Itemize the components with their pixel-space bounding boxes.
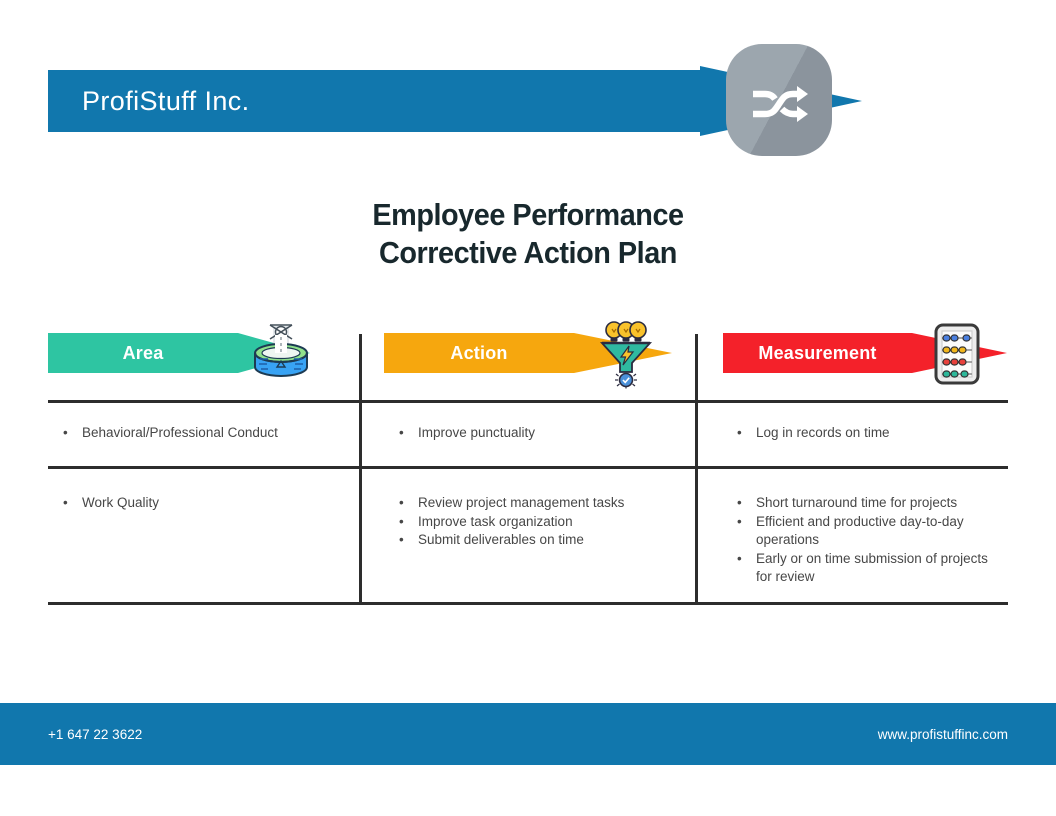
list-item: Submit deliverables on time [396,531,684,550]
column-header-action: Action [384,321,674,389]
column-label-area: Area [122,343,164,363]
cell-action-row2: Review project management tasks Improve … [396,494,684,550]
page-title: Employee Performance Corrective Action P… [37,196,1019,272]
abacus-icon [934,323,980,385]
list-item: Improve punctuality [396,424,535,443]
page-title-line2: Corrective Action Plan [379,235,677,270]
footer-bar: +1 647 22 3622 www.profistuffinc.com [0,703,1056,765]
table-column-divider [695,334,698,605]
list-item: Improve task organization [396,513,684,532]
bullet-list: Short turnaround time for projects Effic… [734,494,996,587]
cell-measurement-row2: Short turnaround time for projects Effic… [734,494,996,587]
table-divider [48,400,1008,403]
list-item: Work Quality [60,494,344,513]
bullet-list: Log in records on time [734,424,890,443]
footer-website[interactable]: www.profistuffinc.com [877,726,1008,742]
area-arrow [48,333,310,373]
header-banner [48,70,706,132]
logo-badge [726,44,832,156]
drill-site-icon [254,324,308,377]
shuffle-icon [753,86,808,122]
company-name: ProfiStuff Inc. [82,86,250,116]
cell-area-row2: Work Quality [60,494,344,513]
column-header-area: Area [48,324,362,377]
table-divider [48,466,1008,469]
cell-measurement-row1: Log in records on time [734,400,996,466]
list-item: Log in records on time [734,424,890,443]
list-item: Review project management tasks [396,494,684,513]
list-item: Short turnaround time for projects [734,494,996,513]
bullet-list: Behavioral/Professional Conduct [60,424,278,443]
list-item: Efficient and productive day-to-day oper… [734,513,996,550]
table-divider [48,602,1008,605]
action-arrow [384,333,672,373]
bullet-list: Review project management tasks Improve … [396,494,684,550]
list-item: Behavioral/Professional Conduct [60,424,278,443]
cell-area-row1: Behavioral/Professional Conduct [60,400,344,466]
footer-phone[interactable]: +1 647 22 3622 [48,726,143,742]
column-label-measurement: Measurement [758,343,877,363]
page-title-line1: Employee Performance [372,197,684,232]
column-header-measurement: Measurement [723,323,1008,385]
table-column-divider [359,334,362,605]
list-item: Early or on time submission of projects … [734,550,996,587]
column-label-action: Action [450,343,508,363]
bullet-list: Improve punctuality [396,424,535,443]
bullet-list: Work Quality [60,494,344,513]
cell-action-row1: Improve punctuality [396,400,684,466]
idea-funnel-icon [599,321,653,389]
